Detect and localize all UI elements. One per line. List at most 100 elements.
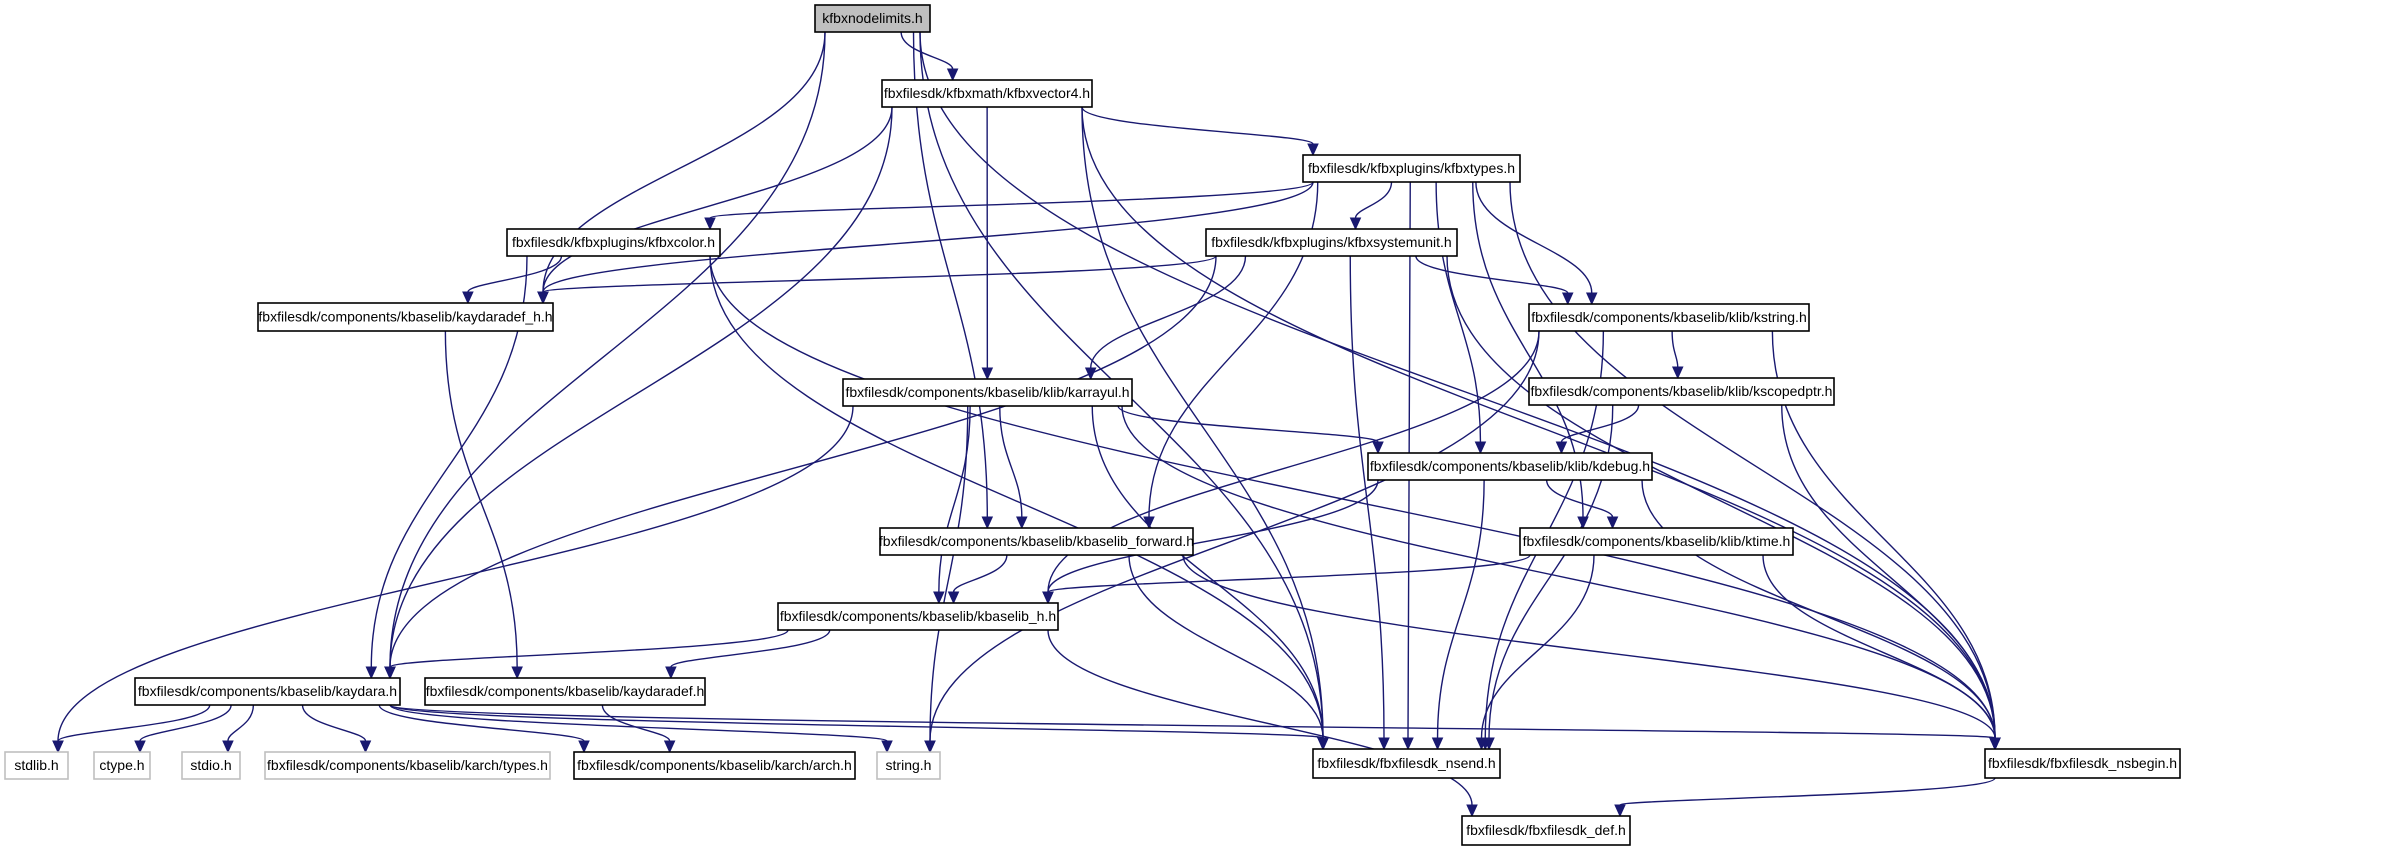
arrowhead-icon bbox=[134, 740, 146, 754]
arrowhead-icon bbox=[222, 740, 234, 754]
nodes-layer: kfbxnodelimits.h fbxfilesdk/kfbxmath/kfbx… bbox=[4, 4, 2181, 846]
edge-line bbox=[709, 255, 1996, 739]
node-kbaselib-forward[interactable]: fbxfilesdk/components/kbaselib/kbaselib_… bbox=[879, 527, 1194, 556]
node-kdebug[interactable]: fbxfilesdk/components/kbaselib/klib/kdeb… bbox=[1367, 452, 1653, 481]
node-def[interactable]: fbxfilesdk/fbxfilesdk_def.h bbox=[1461, 815, 1631, 846]
node-root[interactable]: kfbxnodelimits.h bbox=[814, 4, 931, 33]
edge-line bbox=[1081, 106, 1314, 145]
arrowhead-icon bbox=[1555, 441, 1568, 455]
node-stdio[interactable]: stdio.h bbox=[181, 751, 241, 780]
node-ktime[interactable]: fbxfilesdk/components/kbaselib/klib/ktim… bbox=[1519, 527, 1794, 556]
node-color[interactable]: fbxfilesdk/kfbxplugins/kfbxcolor.h bbox=[506, 228, 721, 257]
node-label: fbxfilesdk/kfbxplugins/kfbxcolor.h bbox=[512, 234, 715, 250]
edge-line bbox=[389, 31, 826, 668]
node-box bbox=[876, 751, 941, 780]
edge-line bbox=[1509, 181, 1996, 739]
node-box bbox=[1302, 154, 1521, 183]
node-nsbegin[interactable]: fbxfilesdk/fbxfilesdk_nsbegin.h bbox=[1984, 748, 2181, 779]
arrowhead-icon bbox=[665, 666, 677, 680]
edge-karrayul-to-kbaselib-h bbox=[933, 405, 971, 605]
edge-types-to-color bbox=[704, 181, 1314, 231]
edge-line bbox=[1182, 554, 1996, 739]
node-label: fbxfilesdk/components/kbaselib/klib/ksco… bbox=[1531, 383, 1833, 399]
node-string[interactable]: string.h bbox=[876, 751, 941, 780]
node-box bbox=[264, 751, 551, 780]
node-systemunit[interactable]: fbxfilesdk/kfbxplugins/kfbxsystemunit.h bbox=[1205, 228, 1458, 257]
node-box bbox=[1205, 228, 1458, 257]
node-kaydaradef[interactable]: fbxfilesdk/components/kbaselib/kaydarade… bbox=[424, 677, 706, 706]
arrowhead-icon bbox=[704, 217, 716, 231]
edge-line bbox=[601, 704, 671, 742]
arrowhead-icon bbox=[511, 666, 523, 680]
node-vector4[interactable]: fbxfilesdk/kfbxmath/kfbxvector4.h bbox=[881, 79, 1093, 108]
edge-karrayul-to-string bbox=[924, 405, 969, 754]
edge-line bbox=[1435, 181, 1482, 443]
edge-line bbox=[389, 255, 1217, 668]
node-karch-types[interactable]: fbxfilesdk/components/kbaselib/karch/typ… bbox=[264, 751, 551, 780]
edge-line bbox=[709, 255, 1324, 739]
edge-line bbox=[1671, 330, 1679, 368]
edge-vector4-to-nsbegin bbox=[1081, 106, 2001, 751]
edge-vector4-to-kaydara bbox=[384, 106, 893, 680]
node-label: stdlib.h bbox=[14, 757, 58, 773]
edge-karrayul-to-kdebug bbox=[1117, 405, 1384, 455]
node-nsend[interactable]: fbxfilesdk/fbxfilesdk_nsend.h bbox=[1312, 748, 1501, 779]
node-kscopedptr[interactable]: fbxfilesdk/components/kbaselib/klib/ksco… bbox=[1528, 377, 1835, 406]
edge-line bbox=[929, 330, 1540, 742]
arrowhead-icon bbox=[881, 740, 893, 754]
edge-types-to-kstring bbox=[1475, 181, 1598, 306]
node-karrayul[interactable]: fbxfilesdk/components/kbaselib/klib/karr… bbox=[842, 378, 1133, 407]
arrowhead-icon bbox=[1317, 737, 1329, 751]
node-box bbox=[1461, 815, 1631, 846]
node-box bbox=[1367, 452, 1653, 481]
node-arch[interactable]: fbxfilesdk/components/kbaselib/karch/arc… bbox=[573, 751, 856, 780]
arrowhead-icon bbox=[1606, 516, 1619, 530]
arrowhead-icon bbox=[384, 666, 396, 680]
node-box bbox=[134, 677, 401, 706]
arrowhead-icon bbox=[924, 740, 936, 754]
edge-kaydara-to-stdio bbox=[222, 704, 255, 754]
edge-line bbox=[1047, 479, 1379, 593]
edge-line bbox=[1480, 554, 1595, 739]
edge-systemunit-to-kstring bbox=[1415, 255, 1574, 306]
edge-nsbegin-to-def bbox=[1614, 777, 1996, 818]
arrowhead-icon bbox=[1475, 737, 1488, 751]
edge-line bbox=[1560, 404, 1640, 443]
node-box bbox=[1528, 377, 1835, 406]
edge-vector4-to-types bbox=[1081, 106, 1319, 157]
edge-line bbox=[1091, 405, 1324, 739]
node-kbaselib-h[interactable]: fbxfilesdk/components/kbaselib/kbaselib_… bbox=[777, 602, 1059, 631]
edge-line bbox=[1446, 255, 1996, 739]
node-box bbox=[777, 602, 1059, 631]
node-box bbox=[814, 4, 931, 33]
arrowhead-icon bbox=[1585, 292, 1598, 306]
edge-kaydara-to-karch-types bbox=[301, 704, 372, 754]
node-label: fbxfilesdk/components/kbaselib/klib/karr… bbox=[845, 384, 1129, 400]
node-ctype[interactable]: ctype.h bbox=[93, 751, 151, 780]
edge-color-to-kaydaradef-h bbox=[462, 255, 563, 305]
node-box bbox=[506, 228, 721, 257]
edge-kbaselib-h-to-kaydara bbox=[384, 629, 789, 680]
edge-kbaselib-h-to-kaydaradef bbox=[665, 629, 831, 680]
node-kaydara[interactable]: fbxfilesdk/components/kbaselib/kaydara.h bbox=[134, 677, 401, 706]
arrowhead-icon bbox=[462, 291, 474, 305]
edge-line bbox=[929, 405, 969, 742]
edge-line bbox=[389, 704, 1324, 739]
node-label: fbxfilesdk/components/kbaselib/kaydarade… bbox=[426, 683, 705, 699]
edge-line bbox=[1781, 404, 1996, 739]
node-stdlib[interactable]: stdlib.h bbox=[4, 751, 69, 780]
edge-line bbox=[1354, 181, 1393, 219]
node-label: fbxfilesdk/components/kbaselib/klib/kdeb… bbox=[1370, 458, 1650, 474]
edge-kbaselib-forward-to-nsend bbox=[1128, 554, 1329, 751]
edge-line bbox=[389, 629, 789, 668]
node-kaydaradef-h[interactable]: fbxfilesdk/components/kbaselib/kaydarade… bbox=[257, 302, 554, 332]
edge-line bbox=[1128, 554, 1324, 739]
node-types[interactable]: fbxfilesdk/kfbxplugins/kfbxtypes.h bbox=[1302, 154, 1521, 183]
node-kstring[interactable]: fbxfilesdk/components/kbaselib/klib/kstr… bbox=[1528, 303, 1810, 332]
edge-line bbox=[670, 629, 831, 668]
node-box bbox=[842, 378, 1133, 407]
node-box bbox=[1528, 303, 1810, 332]
edge-line bbox=[378, 704, 585, 742]
arrowhead-icon bbox=[1466, 804, 1478, 818]
